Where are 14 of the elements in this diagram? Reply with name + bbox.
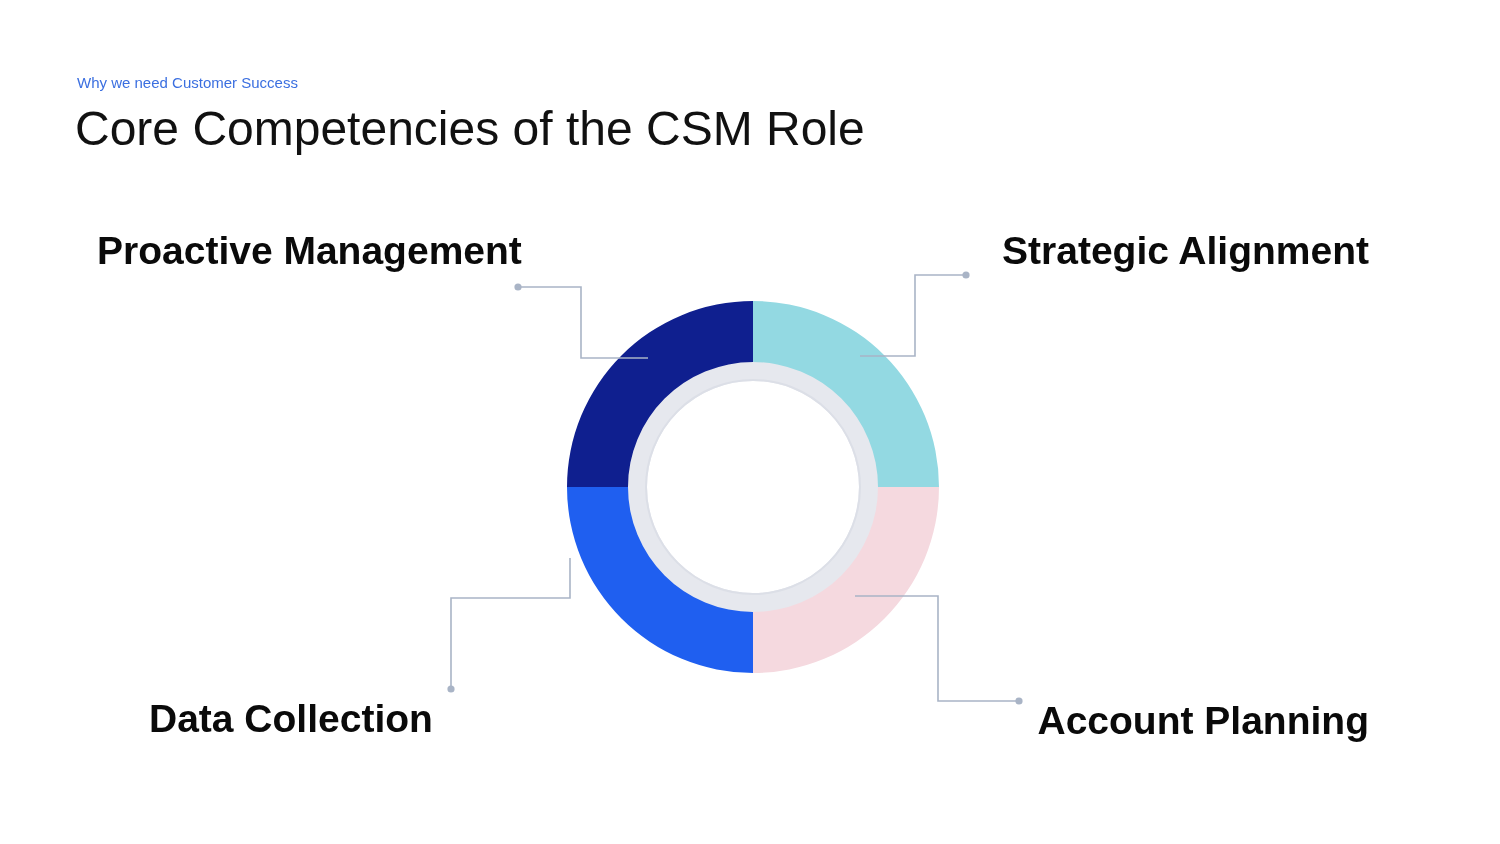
- donut-segment: [753, 301, 939, 487]
- leader-line: [854, 595, 1023, 705]
- callout-label: Proactive Management: [97, 229, 522, 274]
- donut-segment: [567, 487, 753, 673]
- donut-segment: [567, 301, 753, 487]
- leader-line: [447, 557, 571, 693]
- slide-title: Core Competencies of the CSM Role: [75, 101, 865, 157]
- callout-label: Strategic Alignment: [1002, 229, 1369, 274]
- callout-label: Data Collection: [149, 697, 433, 742]
- eyebrow-text: Why we need Customer Success: [77, 74, 298, 92]
- donut-segment: [753, 487, 939, 673]
- leader-line: [859, 271, 970, 357]
- callout-label: Account Planning: [1037, 699, 1369, 744]
- leader-line: [514, 283, 649, 359]
